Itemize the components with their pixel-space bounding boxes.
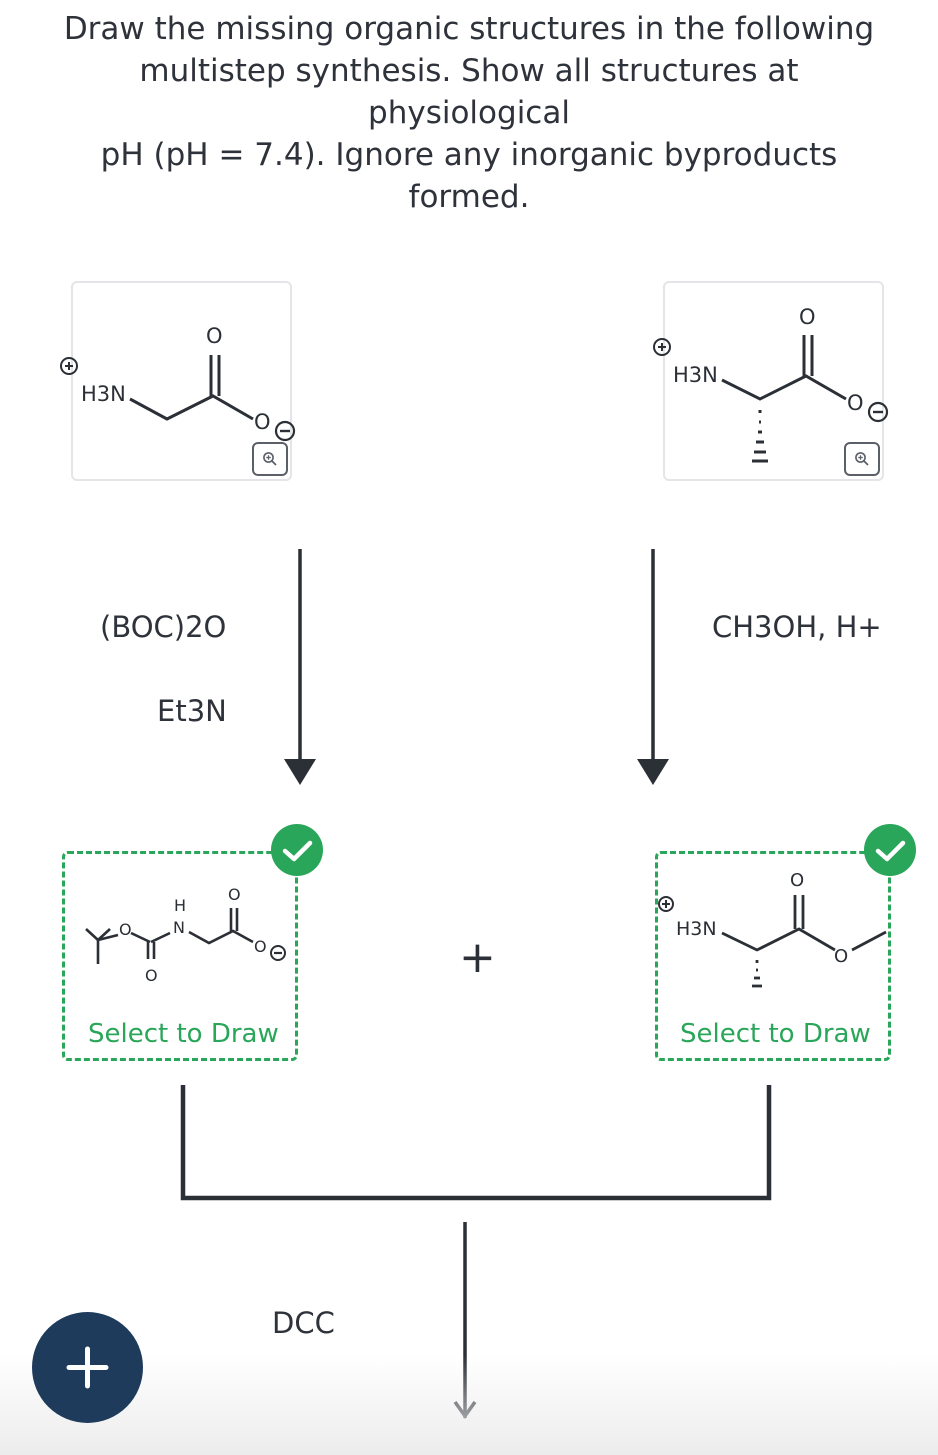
combine-bracket	[180, 1085, 772, 1201]
left-reagent-2: Et3N	[157, 694, 227, 728]
question-line-2: multistep synthesis. Show all structures…	[139, 53, 799, 131]
left-select-to-draw[interactable]: Select to Draw	[88, 1019, 279, 1049]
question-line-3: pH (pH = 7.4). Ignore any inorganic bypr…	[100, 137, 838, 215]
right-reagent-1: CH3OH, H+	[712, 610, 882, 644]
left-zoom-button[interactable]	[252, 442, 288, 476]
zoom-in-icon	[855, 452, 869, 466]
left-o-top: O	[206, 324, 223, 348]
right-answer-o-ester: O	[834, 946, 848, 967]
left-o-minus: O	[254, 410, 271, 434]
right-answer-o-top: O	[790, 870, 804, 891]
left-answer-o-top: O	[228, 885, 241, 904]
left-starting-material[interactable]	[71, 281, 292, 481]
right-o-top: O	[799, 305, 816, 329]
right-reaction-arrow	[637, 549, 669, 785]
left-answer-n: N	[173, 918, 185, 937]
left-n-label: H3N	[81, 382, 126, 406]
zoom-in-icon	[263, 452, 277, 466]
right-alanine-structure: H3N O O	[653, 305, 889, 463]
question-text: Draw the missing organic structures in t…	[40, 8, 898, 218]
negative-charge-icon	[867, 401, 889, 423]
plus-sign: +	[459, 932, 496, 983]
bottom-reaction-arrow	[453, 1222, 477, 1420]
left-check-badge	[271, 824, 323, 876]
positive-charge-icon	[653, 338, 671, 356]
left-reaction-arrow	[284, 549, 316, 785]
right-zoom-button[interactable]	[844, 442, 880, 476]
right-starting-material[interactable]	[663, 281, 884, 481]
right-check-badge	[864, 824, 916, 876]
right-n-label: H3N	[673, 363, 718, 387]
negative-charge-icon	[274, 420, 296, 442]
check-icon	[875, 840, 906, 862]
left-reagent-1: (BOC)2O	[100, 610, 227, 644]
add-fab-button[interactable]	[32, 1312, 143, 1423]
bottom-reagent: DCC	[272, 1306, 335, 1340]
negative-charge-icon	[270, 945, 286, 961]
check-icon	[282, 840, 313, 862]
left-glycine-structure: H3N O O	[60, 324, 296, 442]
right-o-minus: O	[847, 391, 864, 415]
left-answer-box[interactable]: Select to Draw	[62, 851, 298, 1061]
right-answer-n-label: H3N	[676, 918, 717, 940]
positive-charge-icon	[658, 896, 674, 912]
left-boc-glycine-structure: O O H N O O	[85, 885, 286, 985]
right-alanine-ester-structure: H3N O O	[658, 870, 887, 988]
positive-charge-icon	[60, 357, 78, 375]
plus-icon	[66, 1346, 109, 1389]
left-answer-o-carbonyl: O	[145, 966, 158, 985]
right-select-to-draw[interactable]: Select to Draw	[680, 1019, 871, 1049]
left-answer-o-ester: O	[119, 920, 132, 939]
left-answer-o-minus: O	[254, 937, 267, 956]
right-answer-box[interactable]: Select to Draw	[655, 851, 891, 1061]
left-answer-h: H	[174, 896, 186, 915]
question-line-1: Draw the missing organic structures in t…	[63, 11, 875, 47]
